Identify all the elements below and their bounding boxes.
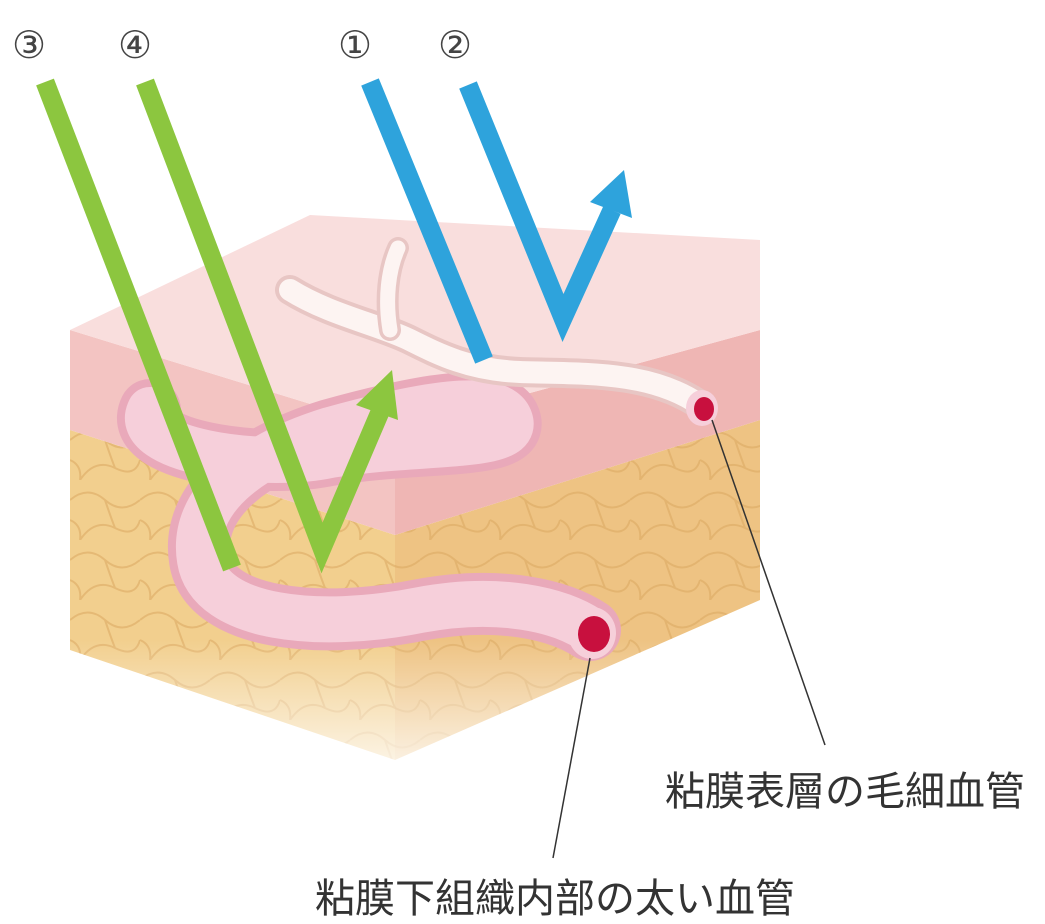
ray-1-label: ① [338, 23, 372, 67]
surface-capillary-caption: 粘膜表層の毛細血管 [665, 769, 1025, 815]
ray-2-label: ② [438, 23, 472, 67]
deep-vessel-caption: 粘膜下組織内部の太い血管 [315, 876, 795, 922]
ray-labels: ③ ④ ① ② [12, 23, 472, 67]
ray-4-label: ④ [118, 23, 152, 67]
ray-3-label: ③ [12, 23, 46, 67]
tissue-block [40, 215, 800, 800]
capillary-lumen [694, 397, 714, 421]
